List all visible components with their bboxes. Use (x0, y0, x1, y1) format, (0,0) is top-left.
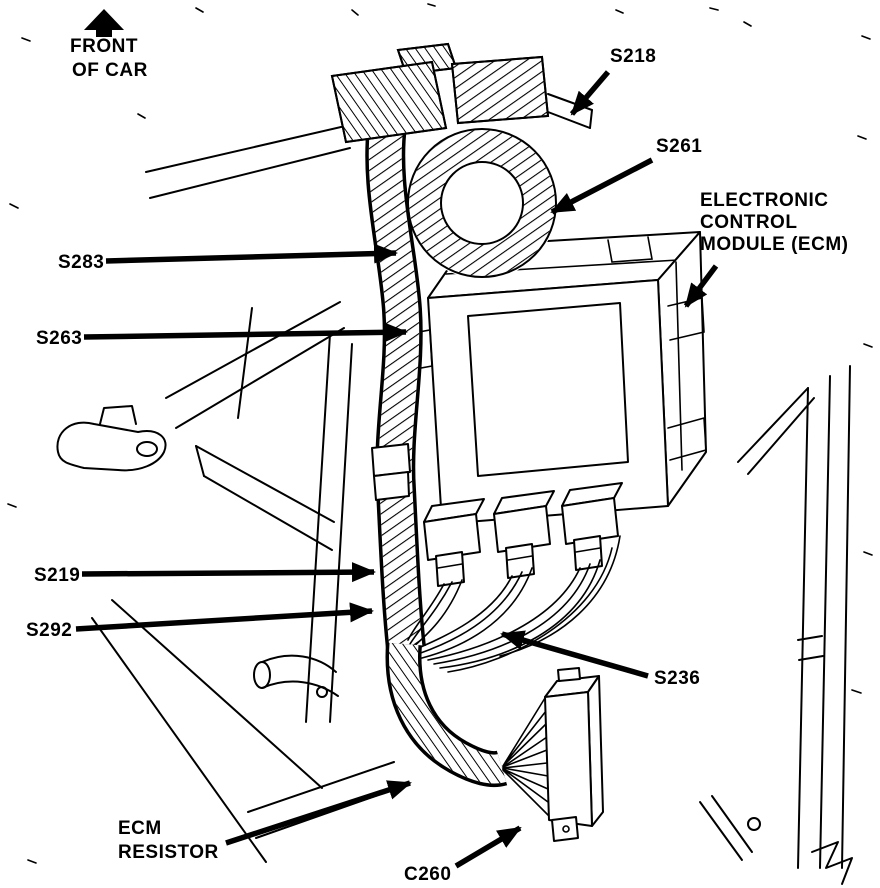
arrow-s283 (105, 243, 398, 264)
small-hose-sketch (253, 654, 339, 698)
front-of-car-label-line1: FRONT (70, 36, 138, 57)
label-s236: S236 (654, 668, 700, 689)
ecm-module-drawing (407, 231, 707, 525)
label-ecm-resistor-line1: ECM (118, 818, 162, 839)
ecm-resistor-drawing (502, 667, 604, 842)
arrow-s236 (500, 630, 649, 679)
bulkhead-connector-blocks (330, 42, 593, 144)
arrow-s261 (550, 157, 654, 215)
label-s218: S218 (610, 46, 656, 67)
label-c260: C260 (404, 864, 451, 885)
label-s263: S263 (36, 328, 82, 349)
paper-speckles (7, 3, 873, 864)
ecm-label-area (467, 302, 629, 477)
harness-trunk (365, 114, 426, 651)
arrow-s219 (81, 562, 376, 583)
arrow-s218 (569, 70, 611, 116)
label-ecm-line1: ELECTRONIC (700, 190, 829, 211)
harness-clip (371, 443, 411, 477)
label-ecm-resistor-line2: RESISTOR (118, 842, 219, 863)
front-of-car-label-line2: OF CAR (72, 60, 148, 81)
arrow-s263 (83, 322, 408, 343)
harness-loop (406, 127, 558, 279)
callout-labels: FRONT OF CAR S218 S261 ELECTRONIC CONTRO… (26, 36, 848, 885)
arrow-s292 (75, 602, 374, 632)
label-ecm-line2: CONTROL (700, 212, 797, 233)
callout-arrows (75, 9, 719, 869)
car-body-left-structure (56, 123, 399, 863)
car-body-right-structure (699, 365, 853, 885)
arrow-c260 (454, 825, 522, 869)
label-s261: S261 (656, 136, 702, 157)
mount-bracket-sketch (56, 405, 167, 472)
label-s283: S283 (58, 252, 104, 273)
arrow-ecm (683, 264, 719, 308)
front-of-car-arrow-icon (84, 9, 124, 37)
ecm-connectors (423, 482, 623, 587)
conduit-to-resistor (385, 642, 508, 788)
arrow-ecm-resistor (225, 780, 412, 846)
label-s219: S219 (34, 565, 80, 586)
label-ecm-line3: MODULE (ECM) (700, 234, 848, 255)
label-s292: S292 (26, 620, 72, 641)
